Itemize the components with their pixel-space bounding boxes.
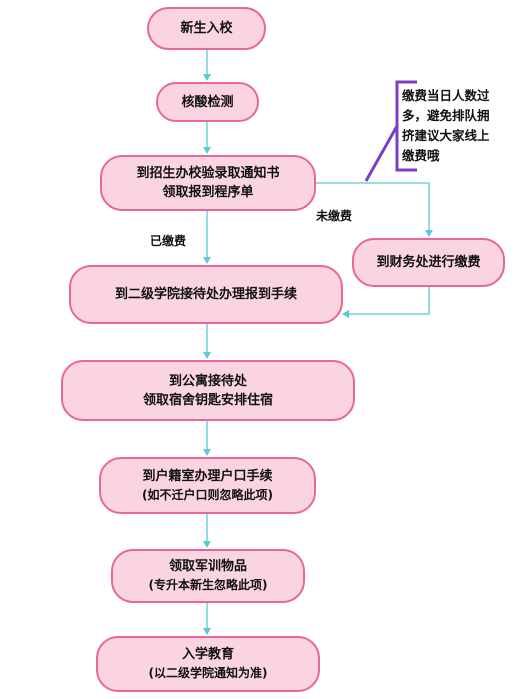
node-nucleic-test: 核酸检测 bbox=[156, 82, 259, 122]
note-line: 缴费哦 bbox=[402, 148, 440, 163]
node-military-supplies-line1: 领取军训物品 bbox=[168, 559, 247, 574]
edge-label-paid: 已缴费 bbox=[150, 234, 187, 248]
edge-label-unpaid: 未缴费 bbox=[316, 209, 353, 223]
node-college-registration: 到二级学院接待处办理报到手续 bbox=[69, 265, 343, 324]
node-enroll: 新生入校 bbox=[147, 7, 266, 50]
node-admissions-line2: 领取报到程序单 bbox=[162, 185, 254, 200]
node-admissions: 到招生办校验录取通知书 领取报到程序单 bbox=[100, 155, 316, 211]
node-household-registration-line1: 到户籍室办理户口手续 bbox=[142, 468, 273, 484]
node-orientation-line2: (以二级学院通知为准) bbox=[148, 666, 268, 680]
online-payment-note: 缴费当日人数过 多，避免排队拥 挤建议大家线上 缴费哦 bbox=[402, 86, 518, 166]
node-nucleic-test-label: 核酸检测 bbox=[181, 94, 234, 110]
node-household-registration: 到户籍室办理户口手续 (如不迁户口则忽略此项) bbox=[99, 457, 316, 514]
node-admissions-line1: 到招生办校验录取通知书 bbox=[136, 166, 280, 181]
node-finance: 到财务处进行缴费 bbox=[352, 238, 505, 287]
node-dormitory-line1: 到公寓接待处 bbox=[168, 373, 247, 389]
node-military-supplies: 领取军训物品 (专升本新生忽略此项) bbox=[111, 549, 305, 603]
node-military-supplies-line2: (专升本新生忽略此项) bbox=[148, 578, 268, 592]
node-orientation: 入学教育 (以二级学院通知为准) bbox=[96, 636, 320, 692]
node-enroll-label: 新生入校 bbox=[180, 21, 233, 36]
node-household-registration-line2: (如不迁户口则忽略此项) bbox=[142, 487, 273, 502]
node-dormitory-line2: 领取宿舍钥匙安排住宿 bbox=[142, 392, 273, 408]
note-bracket bbox=[364, 80, 417, 182]
node-dormitory: 到公寓接待处 领取宿舍钥匙安排住宿 bbox=[61, 360, 355, 421]
node-orientation-line1: 入学教育 bbox=[181, 647, 234, 662]
note-line: 缴费当日人数过 bbox=[402, 88, 490, 103]
arrow-n3-n4 bbox=[316, 182, 433, 237]
node-finance-label: 到财务处进行缴费 bbox=[376, 255, 481, 270]
node-college-registration-label: 到二级学院接待处办理报到手续 bbox=[114, 287, 297, 302]
note-line: 多，避免排队拥 bbox=[402, 108, 490, 123]
arrow-n4-n5 bbox=[342, 287, 430, 318]
note-line: 挤建议大家线上 bbox=[402, 128, 490, 143]
